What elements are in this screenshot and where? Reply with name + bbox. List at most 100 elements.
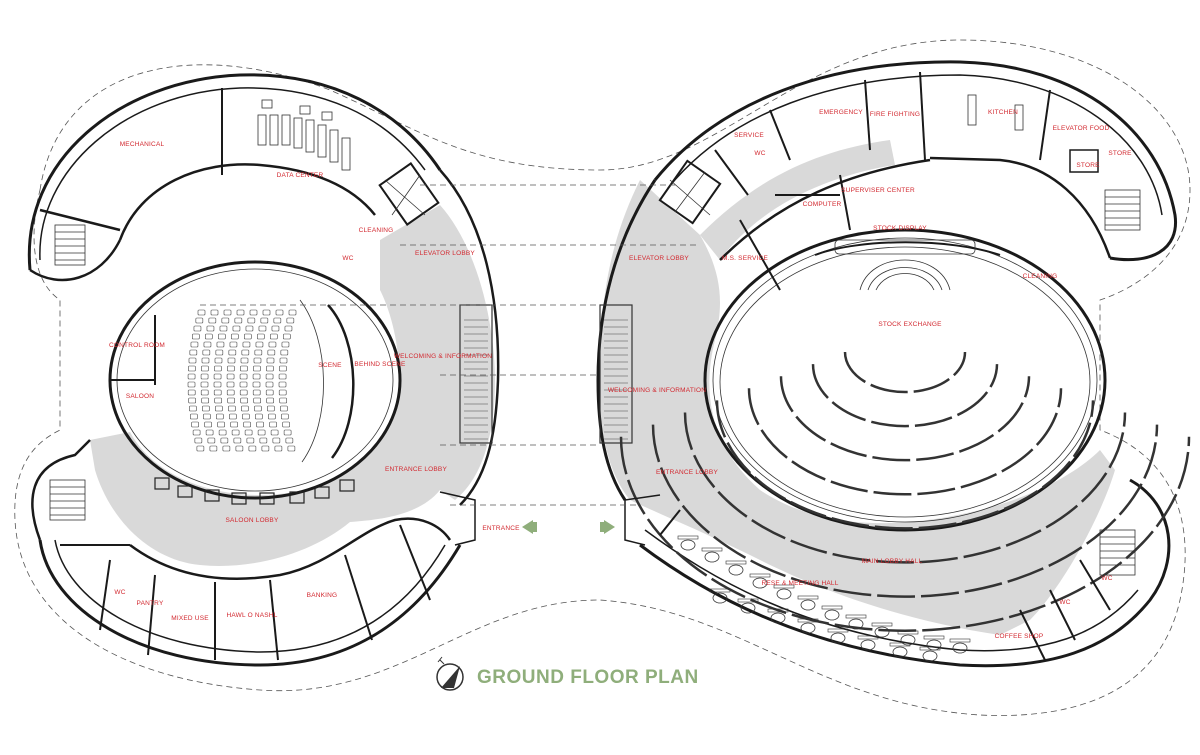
label-coffee-shop: COFFEE SHOP [995,633,1044,640]
label-fire-fighting: FIRE FIGHTING [870,111,920,118]
seat [255,413,263,420]
seating-box [177,485,193,498]
right-south-wall [639,478,1171,668]
seat [232,325,241,332]
seat [235,445,244,452]
entrance-arrow-icon [522,520,533,534]
seat [205,333,213,340]
site-boundary [14,39,1191,716]
seating-row [651,424,1159,598]
label-service: SERVICE [734,132,764,139]
seat [278,381,287,388]
meeting-table [860,639,876,651]
seating-box [204,489,220,502]
seat [274,445,283,452]
seat [188,397,196,404]
chair [749,573,771,578]
seating-box [314,486,330,499]
label-computer: COMPUTER [803,201,842,208]
left-west-hook [29,239,122,282]
seat [190,413,198,420]
right-outer-wall-inner [667,74,1163,216]
seat [220,437,229,444]
chair [821,605,843,610]
seat [265,381,274,388]
seating-box [289,491,305,504]
seat [269,421,277,428]
seat [282,421,290,428]
seat [273,317,282,324]
seat [208,317,217,324]
seat [222,445,231,452]
left-building [27,73,500,667]
seat [233,437,242,444]
seat [189,349,198,356]
seat [284,325,293,332]
seat [271,325,280,332]
chair [677,535,699,540]
seat [203,341,212,348]
seat [283,429,292,436]
seat [202,405,210,412]
seat [207,437,216,444]
seat [279,365,287,372]
chair [871,622,893,627]
auditorium-inner-line [116,268,394,492]
chair [889,642,911,647]
meeting-table [874,626,890,638]
right-outer-wall [653,60,1178,262]
left-inner-c-wall [118,163,376,241]
seat [261,445,270,452]
seat [200,389,209,396]
label-kitchen: KITCHEN [988,109,1018,116]
seat [229,341,238,348]
seating-row [811,364,999,428]
chair [797,595,819,600]
left-south-inner-wall [129,517,452,580]
seat [205,429,214,436]
lobby-seating-boxes [154,477,355,505]
seat [227,397,235,404]
seat [281,413,289,420]
right-north-partitions [714,71,1051,291]
label-superviser-center: SUPERVISER CENTER [841,187,915,194]
seat [244,429,253,436]
seat [213,373,222,380]
auditorium-seating [187,309,297,452]
label-entrance-lobby-left: ENTRANCE LOBBY [385,466,448,473]
meeting-table [922,650,938,662]
seat [214,397,222,404]
seat [201,365,209,372]
seat [252,381,261,388]
seat [189,405,197,412]
seating-box [154,477,170,490]
meeting-table [712,592,728,604]
seat [200,381,209,388]
north-arrow-icon [436,656,464,691]
meeting-table [776,588,792,600]
seat [280,349,289,356]
seat [226,373,235,380]
meeting-hall-tables [677,535,971,662]
seat [287,445,296,452]
seat [245,325,254,332]
seat [278,373,287,380]
label-scene: SCENE [318,362,342,369]
seating-row [779,376,1031,462]
seat [231,429,240,436]
label-data-center: DATA CENTER [277,172,324,179]
seating-row [683,412,1127,564]
seat [227,365,235,372]
seat [279,357,288,364]
seat [259,437,268,444]
label-saloon-lobby: SALOON LOBBY [226,517,279,524]
seat [226,389,235,396]
right-stair-south [1099,529,1136,576]
seat [265,373,274,380]
seat [255,341,264,348]
label-store-b: STORE [1108,150,1132,157]
seat [203,413,211,420]
seat [252,373,261,380]
seat [213,389,222,396]
